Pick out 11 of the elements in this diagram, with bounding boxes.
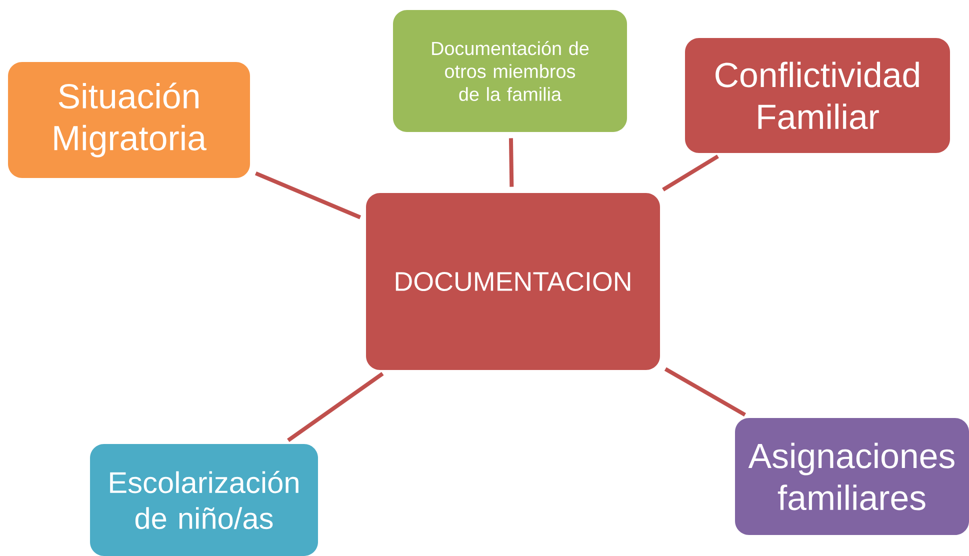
topic-box: DOCUMENTACION (366, 193, 660, 370)
connector-line (664, 367, 746, 417)
connector-line (508, 138, 514, 187)
topic-box: Escolarización de niño/as (90, 444, 318, 556)
topic-box: Asignaciones familiares (735, 418, 969, 535)
topic-box: Conflictividad Familiar (685, 38, 950, 153)
topic-box: Documentación de otros miembros de la familia (393, 10, 627, 132)
connector-line (254, 171, 362, 220)
connector-line (662, 154, 719, 192)
connector-line (287, 372, 384, 442)
topic-box: Situación Migratoria (8, 62, 250, 178)
